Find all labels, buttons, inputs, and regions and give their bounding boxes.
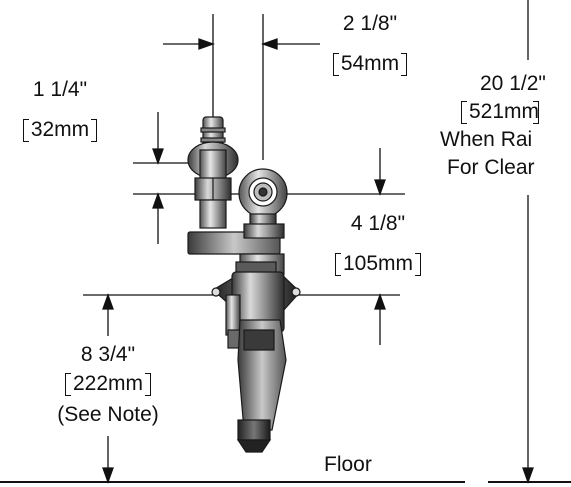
dim-overall-metric-wrap: 521mm <box>461 100 540 124</box>
arrowhead <box>152 148 164 165</box>
dim-floor-height-note: (See Note) <box>57 403 159 426</box>
dim-upper-height-imperial: 4 1/8" <box>350 212 406 235</box>
valve-assembly-illustration <box>187 116 301 453</box>
dim-overall-metric: 521mm <box>461 100 540 124</box>
arrowhead <box>261 38 278 50</box>
floor-label: Floor <box>324 453 372 476</box>
dim-floor-height-metric: 222mm <box>64 372 152 396</box>
dim-overall-line3: When Rai <box>440 128 533 151</box>
dim-spacing-metric: 32mm <box>22 118 98 142</box>
dim-upper-height-metric-wrap: 105mm <box>308 252 448 276</box>
dim-centerline-imperial: 2 1/8" <box>342 12 398 35</box>
arrowhead <box>522 467 534 484</box>
dim-upper-height-metric: 105mm <box>334 252 422 276</box>
dim-floor-height-metric-wrap: 222mm <box>40 372 176 396</box>
dim-centerline-metric: 54mm <box>332 52 408 76</box>
arrowhead <box>102 293 114 310</box>
spray-head <box>237 419 271 441</box>
dim-spacing-imperial: 1 1/4" <box>32 78 88 101</box>
arrowhead <box>198 38 215 50</box>
dim-overall-imperial: 20 1/2" <box>480 72 546 95</box>
dim-floor-height-imperial: 8 3/4" <box>80 343 136 366</box>
dim-spacing-metric-wrap: 32mm <box>0 118 120 142</box>
arrowhead <box>102 467 114 484</box>
dim-centerline-metric-wrap: 54mm <box>300 52 440 76</box>
arrowhead <box>374 179 386 196</box>
arrowhead <box>152 192 164 209</box>
dim-overall-line4: For Clear <box>447 156 535 179</box>
arrowhead <box>374 293 386 310</box>
